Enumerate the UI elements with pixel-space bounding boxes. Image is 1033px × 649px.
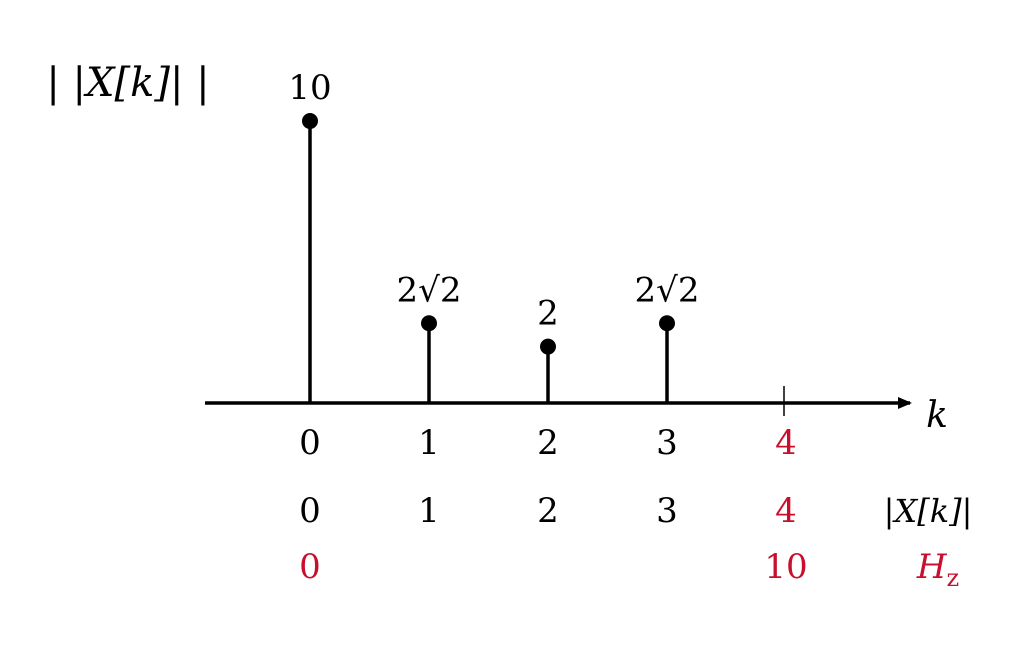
hz-label-1: 10 — [764, 547, 807, 587]
index-label-2: 2 — [537, 491, 559, 531]
x-tick-label-0: 0 — [299, 423, 321, 463]
index-label-3: 3 — [656, 491, 678, 531]
x-tick-label-2: 2 — [537, 423, 559, 463]
index-label-1: 1 — [418, 491, 440, 531]
label-rows: 0 1 2 3 4 0 1 2 3 4 |X[k]| 0 10 Hz — [299, 423, 972, 592]
hz-label-0: 0 — [299, 547, 321, 587]
x-tick-label-1: 1 — [418, 423, 440, 463]
stem-point-3 — [659, 315, 675, 332]
data-label-3: 2√2 — [635, 270, 700, 310]
stem-point-1 — [421, 315, 437, 332]
x-axis-label: k — [926, 395, 948, 436]
y-axis-label: | |X[k]| | — [46, 60, 209, 106]
x-tick-label-4: 4 — [775, 423, 797, 463]
stems-group: 10 2√2 2 2√2 — [288, 68, 699, 403]
stem-point-2 — [540, 338, 556, 355]
x-tick-label-3: 3 — [656, 423, 678, 463]
data-label-0: 10 — [288, 68, 331, 108]
data-label-2: 2 — [537, 294, 559, 334]
data-label-1: 2√2 — [397, 270, 462, 310]
stem-point-0 — [302, 113, 318, 129]
y-axis-label-text: |X[k]| — [73, 60, 184, 106]
hz-row-label: Hz — [916, 547, 959, 592]
index-label-4: 4 — [775, 491, 797, 531]
index-row-label: |X[k]| — [884, 492, 973, 530]
index-label-0: 0 — [299, 491, 321, 531]
